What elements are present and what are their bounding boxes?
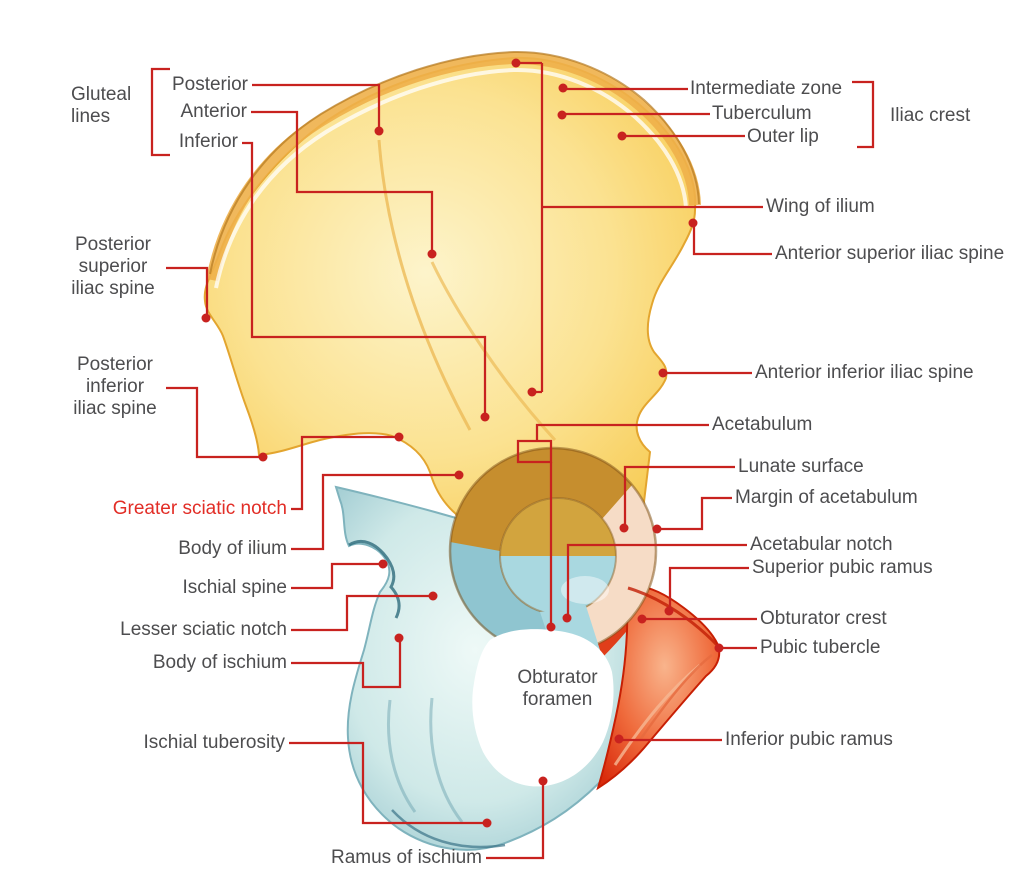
label-iliac-crest: Iliac crest bbox=[890, 105, 971, 126]
leader-inferior-pubic-ramus bbox=[614, 734, 722, 744]
leader-intermediate-zone bbox=[558, 83, 688, 93]
label-lesser-sciatic-notch: Lesser sciatic notch bbox=[120, 619, 287, 640]
label-lunate-surface: Lunate surface bbox=[738, 456, 864, 477]
leader-posterior-superior-iliac-spine bbox=[166, 266, 211, 323]
leader-ischial-tuberosity bbox=[289, 741, 492, 828]
label-greater-sciatic-notch: Greater sciatic notch bbox=[112, 498, 287, 519]
bone-texture-strokes bbox=[348, 540, 720, 849]
leader-obturator-crest bbox=[637, 614, 757, 624]
label-margin-of-acetabulum: Margin of acetabulum bbox=[735, 487, 918, 508]
leader-posterior-inferior-iliac-spine bbox=[166, 386, 268, 462]
label-ischial-spine: Ischial spine bbox=[182, 577, 287, 598]
label-anterior-inferior-iliac-spine: Anterior inferior iliac spine bbox=[755, 362, 974, 383]
label-inferior-pubic-ramus: Inferior pubic ramus bbox=[725, 729, 893, 750]
acetabulum-shape bbox=[448, 446, 658, 660]
leader-superior-pubic-ramus bbox=[664, 566, 749, 616]
leader-lunate-surface bbox=[619, 465, 735, 533]
label-wing-of-ilium: Wing of ilium bbox=[766, 196, 875, 217]
leader-acetabulum bbox=[516, 423, 709, 632]
label-body-of-ischium: Body of ischium bbox=[152, 652, 287, 673]
label-ischial-tuberosity: Ischial tuberosity bbox=[143, 732, 285, 753]
leader-gluteal-anterior bbox=[251, 110, 437, 259]
label-posterior-superior-iliac-spine: Posterior superior iliac spine bbox=[71, 234, 155, 299]
label-obturator-crest: Obturator crest bbox=[760, 608, 887, 629]
leader-ramus-of-ischium bbox=[486, 776, 548, 860]
iliac-crest-bracket bbox=[852, 80, 875, 149]
label-ramus-of-ischium: Ramus of ischium bbox=[331, 847, 482, 868]
label-acetabular-notch: Acetabular notch bbox=[750, 534, 893, 555]
leader-anterior-inferior-iliac-spine bbox=[658, 368, 752, 378]
label-body-of-ilium: Body of ilium bbox=[178, 538, 287, 559]
label-gluteal-inferior: Inferior bbox=[178, 131, 238, 152]
leader-gluteal-inferior bbox=[242, 141, 490, 422]
label-intermediate-zone: Intermediate zone bbox=[690, 78, 843, 99]
leader-wing-of-ilium bbox=[511, 58, 763, 397]
leader-body-of-ischium bbox=[291, 633, 404, 689]
leader-ischial-spine bbox=[291, 559, 388, 590]
label-gluteal-anterior: Anterior bbox=[180, 101, 247, 122]
label-acetabulum: Acetabulum bbox=[712, 414, 813, 435]
label-gluteal-posterior: Posterior bbox=[171, 74, 248, 95]
obturator-foramen-shape bbox=[472, 629, 614, 787]
label-anterior-superior-iliac-spine: Anterior superior iliac spine bbox=[775, 243, 1005, 264]
leader-lines bbox=[150, 58, 875, 860]
label-gluteal-lines: Gluteal lines bbox=[71, 84, 132, 127]
label-outer-lip: Outer lip bbox=[747, 126, 819, 147]
leader-body-of-ilium bbox=[291, 470, 464, 551]
leader-outer-lip bbox=[617, 131, 745, 141]
leader-greater-sciatic-notch bbox=[291, 432, 404, 511]
label-posterior-inferior-iliac-spine: Posterior inferior iliac spine bbox=[73, 354, 157, 419]
leader-margin-of-acetabulum bbox=[652, 496, 732, 534]
label-superior-pubic-ramus: Superior pubic ramus bbox=[752, 557, 933, 578]
label-pubic-tubercle: Pubic tubercle bbox=[760, 637, 881, 658]
leader-gluteal-posterior bbox=[252, 83, 384, 136]
leader-acetabular-notch bbox=[562, 543, 747, 623]
label-tuberculum: Tuberculum bbox=[712, 103, 812, 124]
gluteal-lines-bracket bbox=[150, 67, 170, 157]
leader-tuberculum bbox=[557, 110, 710, 120]
leader-pubic-tubercle bbox=[714, 643, 757, 653]
leader-anterior-superior-iliac-spine bbox=[688, 218, 772, 256]
ilium-shape bbox=[203, 50, 701, 536]
leader-lesser-sciatic-notch bbox=[291, 591, 438, 632]
label-obturator-foramen: Obturator foramen bbox=[517, 667, 598, 710]
